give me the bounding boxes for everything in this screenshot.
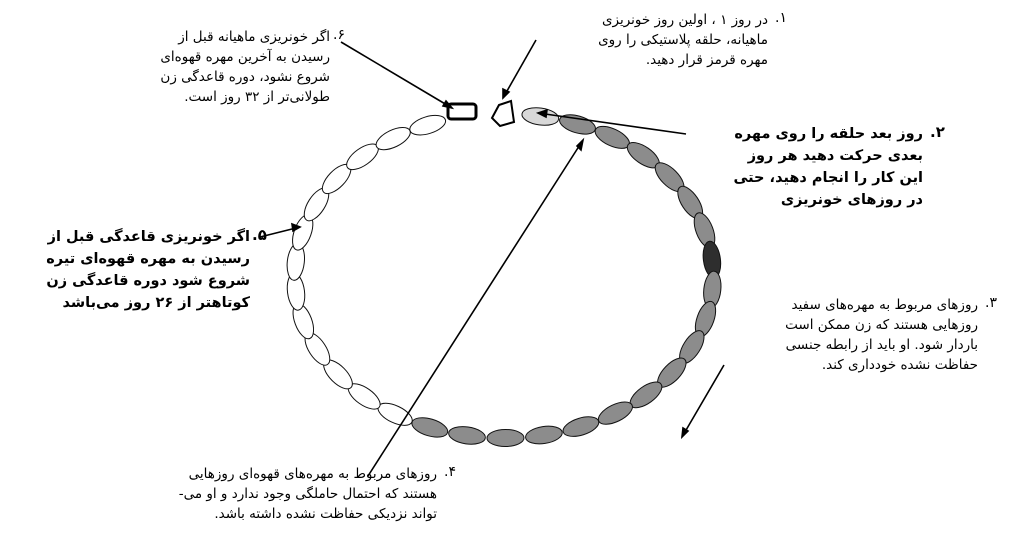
- arrow-note-6: [341, 42, 452, 108]
- note-3-line-2: روزهایی هستند که زن ممکن است: [733, 315, 978, 335]
- bead-brown: [561, 413, 601, 440]
- note-6-number: .۶: [333, 27, 345, 43]
- note-3-line-3: باردار شود. او باید از رابطه جنسی: [733, 335, 978, 355]
- bead-ring: [285, 106, 722, 447]
- bead-white: [375, 399, 416, 430]
- bead-brown: [487, 429, 524, 446]
- note-6-line-2: رسیدن به آخرین مهره قهوه‌ای: [112, 47, 330, 67]
- bead-white: [373, 123, 414, 154]
- bead-brown: [595, 397, 636, 428]
- note-3-number: .۳: [985, 295, 997, 311]
- note-5-line-3: شروع شود دوره قاعدگی زن: [30, 270, 250, 292]
- note-2-number: .۲: [930, 123, 945, 141]
- note-1-line-3: مهره قرمز قرار دهید.: [555, 50, 768, 70]
- note-2-line-3: این کار را انجام دهید، حتی: [693, 167, 923, 189]
- note-5-line-2: رسیدن به مهره قهوه‌ای تیره: [30, 248, 250, 270]
- note-5: اگر خونریزی قاعدگی قبل از رسیدن به مهره …: [30, 226, 250, 314]
- note-1: در روز ۱ ، اولین روز خونریزی ماهیانه، حل…: [555, 10, 768, 70]
- note-6-line-4: طولانی‌تر از ۳۲ روز است.: [112, 87, 330, 107]
- note-4-line-2: هستند که احتمال حاملگی وجود ندارد و او م…: [175, 484, 437, 504]
- note-6-line-3: شروع نشود، دوره قاعدگی زن: [112, 67, 330, 87]
- note-2: روز بعد حلقه را روی مهره بعدی حرکت دهید …: [693, 123, 923, 211]
- note-1-line-2: ماهیانه، حلقه پلاستیکی را روی: [555, 30, 768, 50]
- bead-red: [521, 106, 560, 128]
- arrow-note-1: [503, 40, 536, 98]
- note-2-line-1: روز بعد حلقه را روی مهره: [693, 123, 923, 145]
- note-6: اگر خونریزی ماهیانه قبل از رسیدن به آخری…: [112, 27, 330, 107]
- bead-brown: [592, 122, 633, 153]
- bead-brown: [524, 424, 563, 446]
- bead-brown: [410, 414, 450, 441]
- end-marker-bead: [448, 104, 476, 119]
- arrow-note-3: [682, 365, 724, 437]
- bead-brown: [448, 424, 487, 446]
- note-4-number: .۴: [444, 464, 456, 480]
- bead-brown: [557, 111, 597, 138]
- note-2-line-4: در روزهای خونریزی: [693, 189, 923, 211]
- rubber-ring: [492, 101, 514, 126]
- note-3: روزهای مربوط به مهره‌های سفید روزهایی هس…: [733, 295, 978, 375]
- note-4: روزهای مربوط به مهره‌های قهوه‌ای روزهایی…: [175, 464, 437, 524]
- note-1-number: .۱: [775, 10, 787, 26]
- note-1-line-1: در روز ۱ ، اولین روز خونریزی: [555, 10, 768, 30]
- note-2-line-2: بعدی حرکت دهید هر روز: [693, 145, 923, 167]
- bead-white: [408, 112, 448, 139]
- note-4-line-1: روزهای مربوط به مهره‌های قهوه‌ای روزهایی: [175, 464, 437, 484]
- note-5-number: .۵: [252, 226, 267, 244]
- note-4-line-3: تواند نزدیکی حفاظت نشده داشته باشد.: [175, 504, 437, 524]
- note-5-line-4: کوتاهتر از ۲۶ روز می‌باشد: [30, 292, 250, 314]
- note-6-line-1: اگر خونریزی ماهیانه قبل از: [112, 27, 330, 47]
- arrow-note-4: [368, 140, 583, 476]
- note-3-line-4: حفاظت نشده خودداری کند.: [733, 355, 978, 375]
- note-5-line-1: اگر خونریزی قاعدگی قبل از: [30, 226, 250, 248]
- note-3-line-1: روزهای مربوط به مهره‌های سفید: [733, 295, 978, 315]
